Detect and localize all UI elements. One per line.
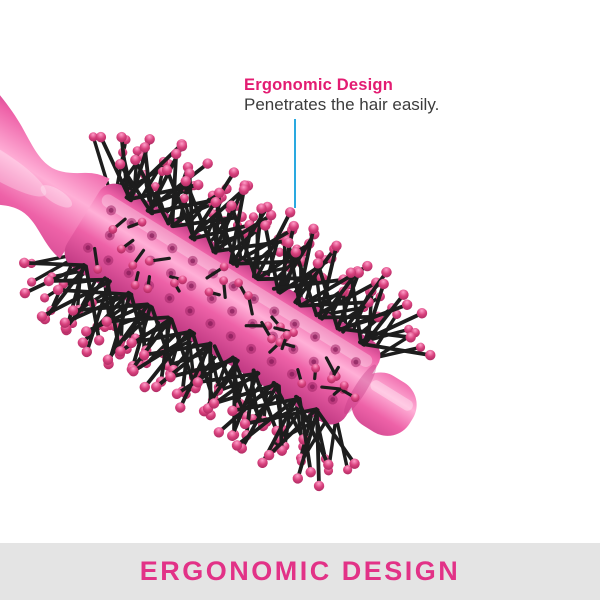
banner-label: ERGONOMIC DESIGN bbox=[139, 556, 461, 586]
brush-illustration bbox=[0, 45, 436, 492]
callout-title: Ergonomic Design bbox=[244, 76, 393, 94]
feature-callout: Ergonomic Design Penetrates the hair eas… bbox=[244, 76, 440, 115]
brush-photo bbox=[0, 45, 436, 492]
callout-pointer-line bbox=[294, 119, 296, 208]
bottom-banner: ERGONOMIC DESIGN bbox=[0, 543, 600, 600]
callout-subtitle: Penetrates the hair easily. bbox=[244, 95, 440, 115]
